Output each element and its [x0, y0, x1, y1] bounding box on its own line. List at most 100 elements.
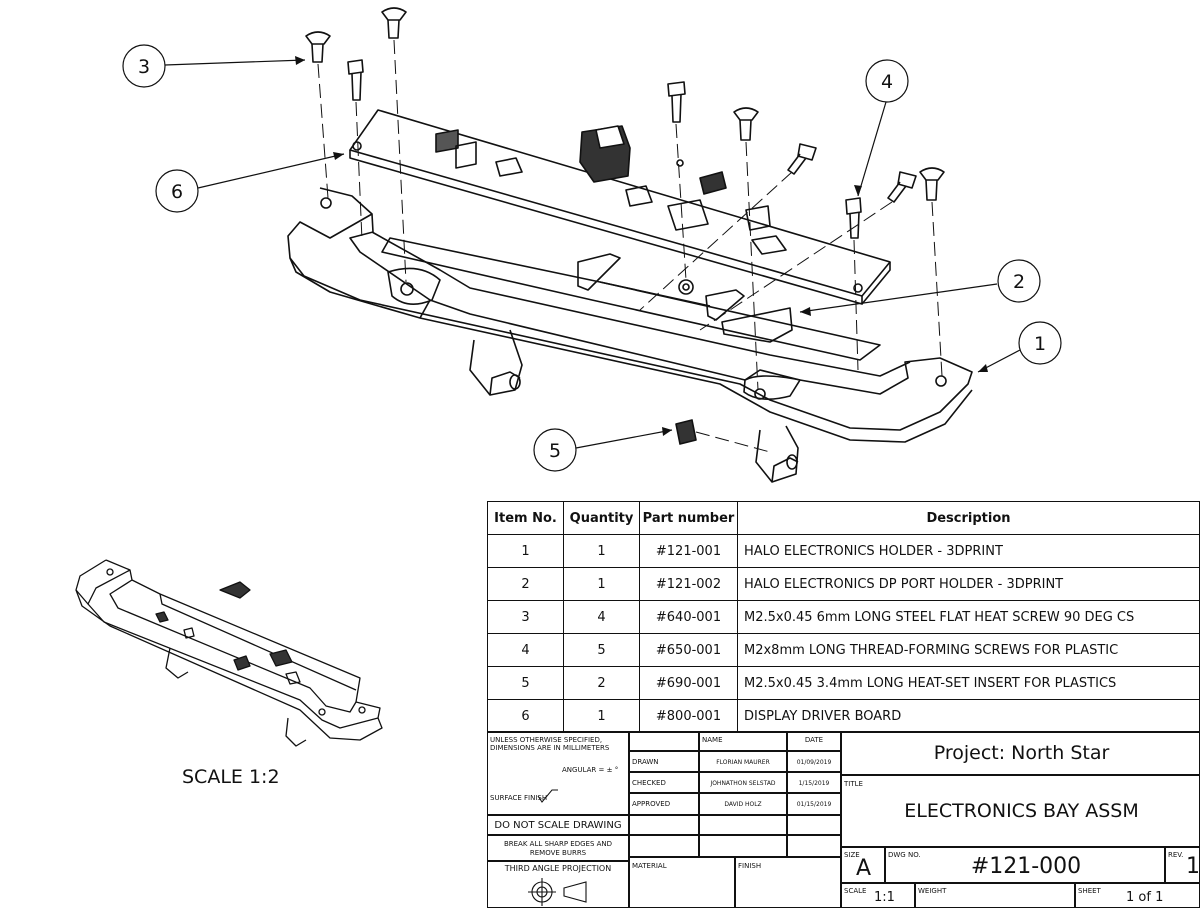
table-row: 4 5 #650-001 M2x8mm LONG THREAD-FORMING … [487, 633, 1200, 667]
balloon-leaders [164, 59, 1021, 449]
blank-cell-b [699, 815, 787, 835]
approved-date-cell: 01/15/2019 [787, 793, 841, 815]
bom-header-quantity: Quantity [563, 501, 640, 535]
blank-cell-d [629, 835, 699, 857]
do-not-scale-note: DO NOT SCALE DRAWING [494, 820, 622, 831]
balloon-3-circle [122, 44, 166, 88]
approved-label: APPROVED [632, 800, 671, 808]
balloon-2-circle [997, 259, 1041, 303]
col-name-label: NAME [702, 736, 723, 744]
isometric-scale-view [75, 559, 383, 747]
title-label: TITLE [844, 780, 863, 788]
blank-cell-a [629, 815, 699, 835]
projection-label: THIRD ANGLE PROJECTION [504, 864, 612, 873]
bom-quantity: 1 [563, 567, 640, 601]
finish-label: FINISH [738, 862, 762, 870]
finish-cell: FINISH [735, 857, 841, 908]
balloon-5-circle [533, 428, 577, 472]
balloon-3: 3 [138, 56, 150, 78]
weight-label: WEIGHT [918, 887, 947, 895]
checked-label: CHECKED [632, 779, 666, 787]
table-row: 5 2 #690-001 M2.5x0.45 3.4mm LONG HEAT-S… [487, 666, 1200, 700]
name-col-blank [629, 731, 699, 751]
scale-cell: SCALE 1:1 [841, 883, 915, 908]
surface-finish-label: SURFACE FINISH [490, 794, 548, 802]
bom-part-number: #121-001 [639, 534, 738, 568]
bom-item: 3 [487, 600, 564, 634]
size-value: A [856, 856, 872, 881]
bom-quantity: 4 [563, 600, 640, 634]
center-lines [317, 39, 943, 453]
approved-label-cell: APPROVED [629, 793, 699, 815]
break-edges-note: BREAK ALL SHARP EDGES AND REMOVE BURRS [503, 840, 613, 857]
screws [305, 7, 945, 445]
drawing-title: ELECTRONICS BAY ASSM [904, 800, 1139, 822]
table-row: 1 1 #121-001 HALO ELECTRONICS HOLDER - 3… [487, 534, 1200, 568]
checked-date-cell: 1/15/2019 [787, 772, 841, 793]
dwg-no-label: DWG NO. [888, 851, 921, 859]
approved-name-cell: DAVID HOLZ [699, 793, 787, 815]
bom-part-number: #650-001 [639, 633, 738, 667]
bom-quantity: 5 [563, 633, 640, 667]
third-angle-projection-icon [528, 878, 587, 906]
drawn-date-cell: 01/09/2019 [787, 751, 841, 772]
rev-value: 1 [1186, 854, 1200, 879]
approved-date: 01/15/2019 [796, 801, 832, 808]
size-cell: SIZE A [841, 847, 885, 883]
bom-quantity: 2 [563, 666, 640, 700]
approved-name: DAVID HOLZ [724, 801, 762, 808]
checked-name: JOHNATHON SELSTAD [710, 780, 776, 787]
weight-cell: WEIGHT [915, 883, 1075, 908]
blank-cell-f [787, 835, 841, 857]
unless-note: UNLESS OTHERWISE SPECIFIED, DIMENSIONS A… [490, 736, 610, 752]
balloon-4: 4 [881, 71, 893, 93]
checked-label-cell: CHECKED [629, 772, 699, 793]
bom-description: HALO ELECTRONICS DP PORT HOLDER - 3DPRIN… [737, 567, 1200, 601]
sheet-value: 1 of 1 [1126, 890, 1164, 905]
break-edges-cell: BREAK ALL SHARP EDGES AND REMOVE BURRS [487, 835, 629, 861]
table-row: 3 4 #640-001 M2.5x0.45 6mm LONG STEEL FL… [487, 600, 1200, 634]
bom-header-row: Item No. Quantity Part number Descriptio… [487, 501, 1200, 535]
drawn-name: FLORIAN MAURER [716, 759, 770, 766]
material-cell: MATERIAL [629, 857, 735, 908]
balloon-1: 1 [1034, 333, 1046, 355]
do-not-scale-cell: DO NOT SCALE DRAWING [487, 815, 629, 835]
bom-description: M2.5x0.45 3.4mm LONG HEAT-SET INSERT FOR… [737, 666, 1200, 700]
bom-quantity: 1 [563, 534, 640, 568]
bom-quantity: 1 [563, 699, 640, 733]
title-block: UNLESS OTHERWISE SPECIFIED, DIMENSIONS A… [487, 731, 1200, 908]
drawn-label: DRAWN [632, 758, 659, 766]
balloon-5: 5 [549, 440, 561, 462]
checked-date: 1/15/2019 [798, 780, 830, 787]
bom-header-part-number: Part number [639, 501, 738, 535]
rev-label: REV. [1168, 851, 1184, 859]
drawn-date: 01/09/2019 [796, 759, 832, 766]
balloon-6-circle [155, 169, 199, 213]
driver-board-part [349, 109, 891, 305]
bom-item: 4 [487, 633, 564, 667]
scale-value: 1:1 [874, 890, 895, 905]
blank-cell-c [787, 815, 841, 835]
project-cell: Project: North Star [841, 731, 1200, 775]
table-row: 2 1 #121-002 HALO ELECTRONICS DP PORT HO… [487, 567, 1200, 601]
bom-description: M2.5x0.45 6mm LONG STEEL FLAT HEAT SCREW… [737, 600, 1200, 634]
project-name: Project: North Star [933, 742, 1110, 764]
checked-name-cell: JOHNATHON SELSTAD [699, 772, 787, 793]
bom-part-number: #121-002 [639, 567, 738, 601]
angular-note: ANGULAR = ± ° [562, 766, 619, 774]
balloon-4-circle [865, 59, 909, 103]
sheet-cell: SHEET 1 of 1 [1075, 883, 1200, 908]
bom-part-number: #640-001 [639, 600, 738, 634]
col-date-label: DATE [804, 736, 824, 744]
sheet-label: SHEET [1078, 887, 1101, 895]
bom-description: HALO ELECTRONICS HOLDER - 3DPRINT [737, 534, 1200, 568]
bom-description: DISPLAY DRIVER BOARD [737, 699, 1200, 733]
name-header-cell: NAME [699, 731, 787, 751]
bom-item: 6 [487, 699, 564, 733]
title-cell: TITLE ELECTRONICS BAY ASSM [841, 775, 1200, 847]
date-header-cell: DATE [787, 731, 841, 751]
bom-part-number: #690-001 [639, 666, 738, 700]
size-label: SIZE [844, 851, 860, 859]
exploded-assembly-drawing: 3 6 4 2 1 5 [122, 7, 1062, 483]
balloon-2: 2 [1013, 271, 1025, 293]
